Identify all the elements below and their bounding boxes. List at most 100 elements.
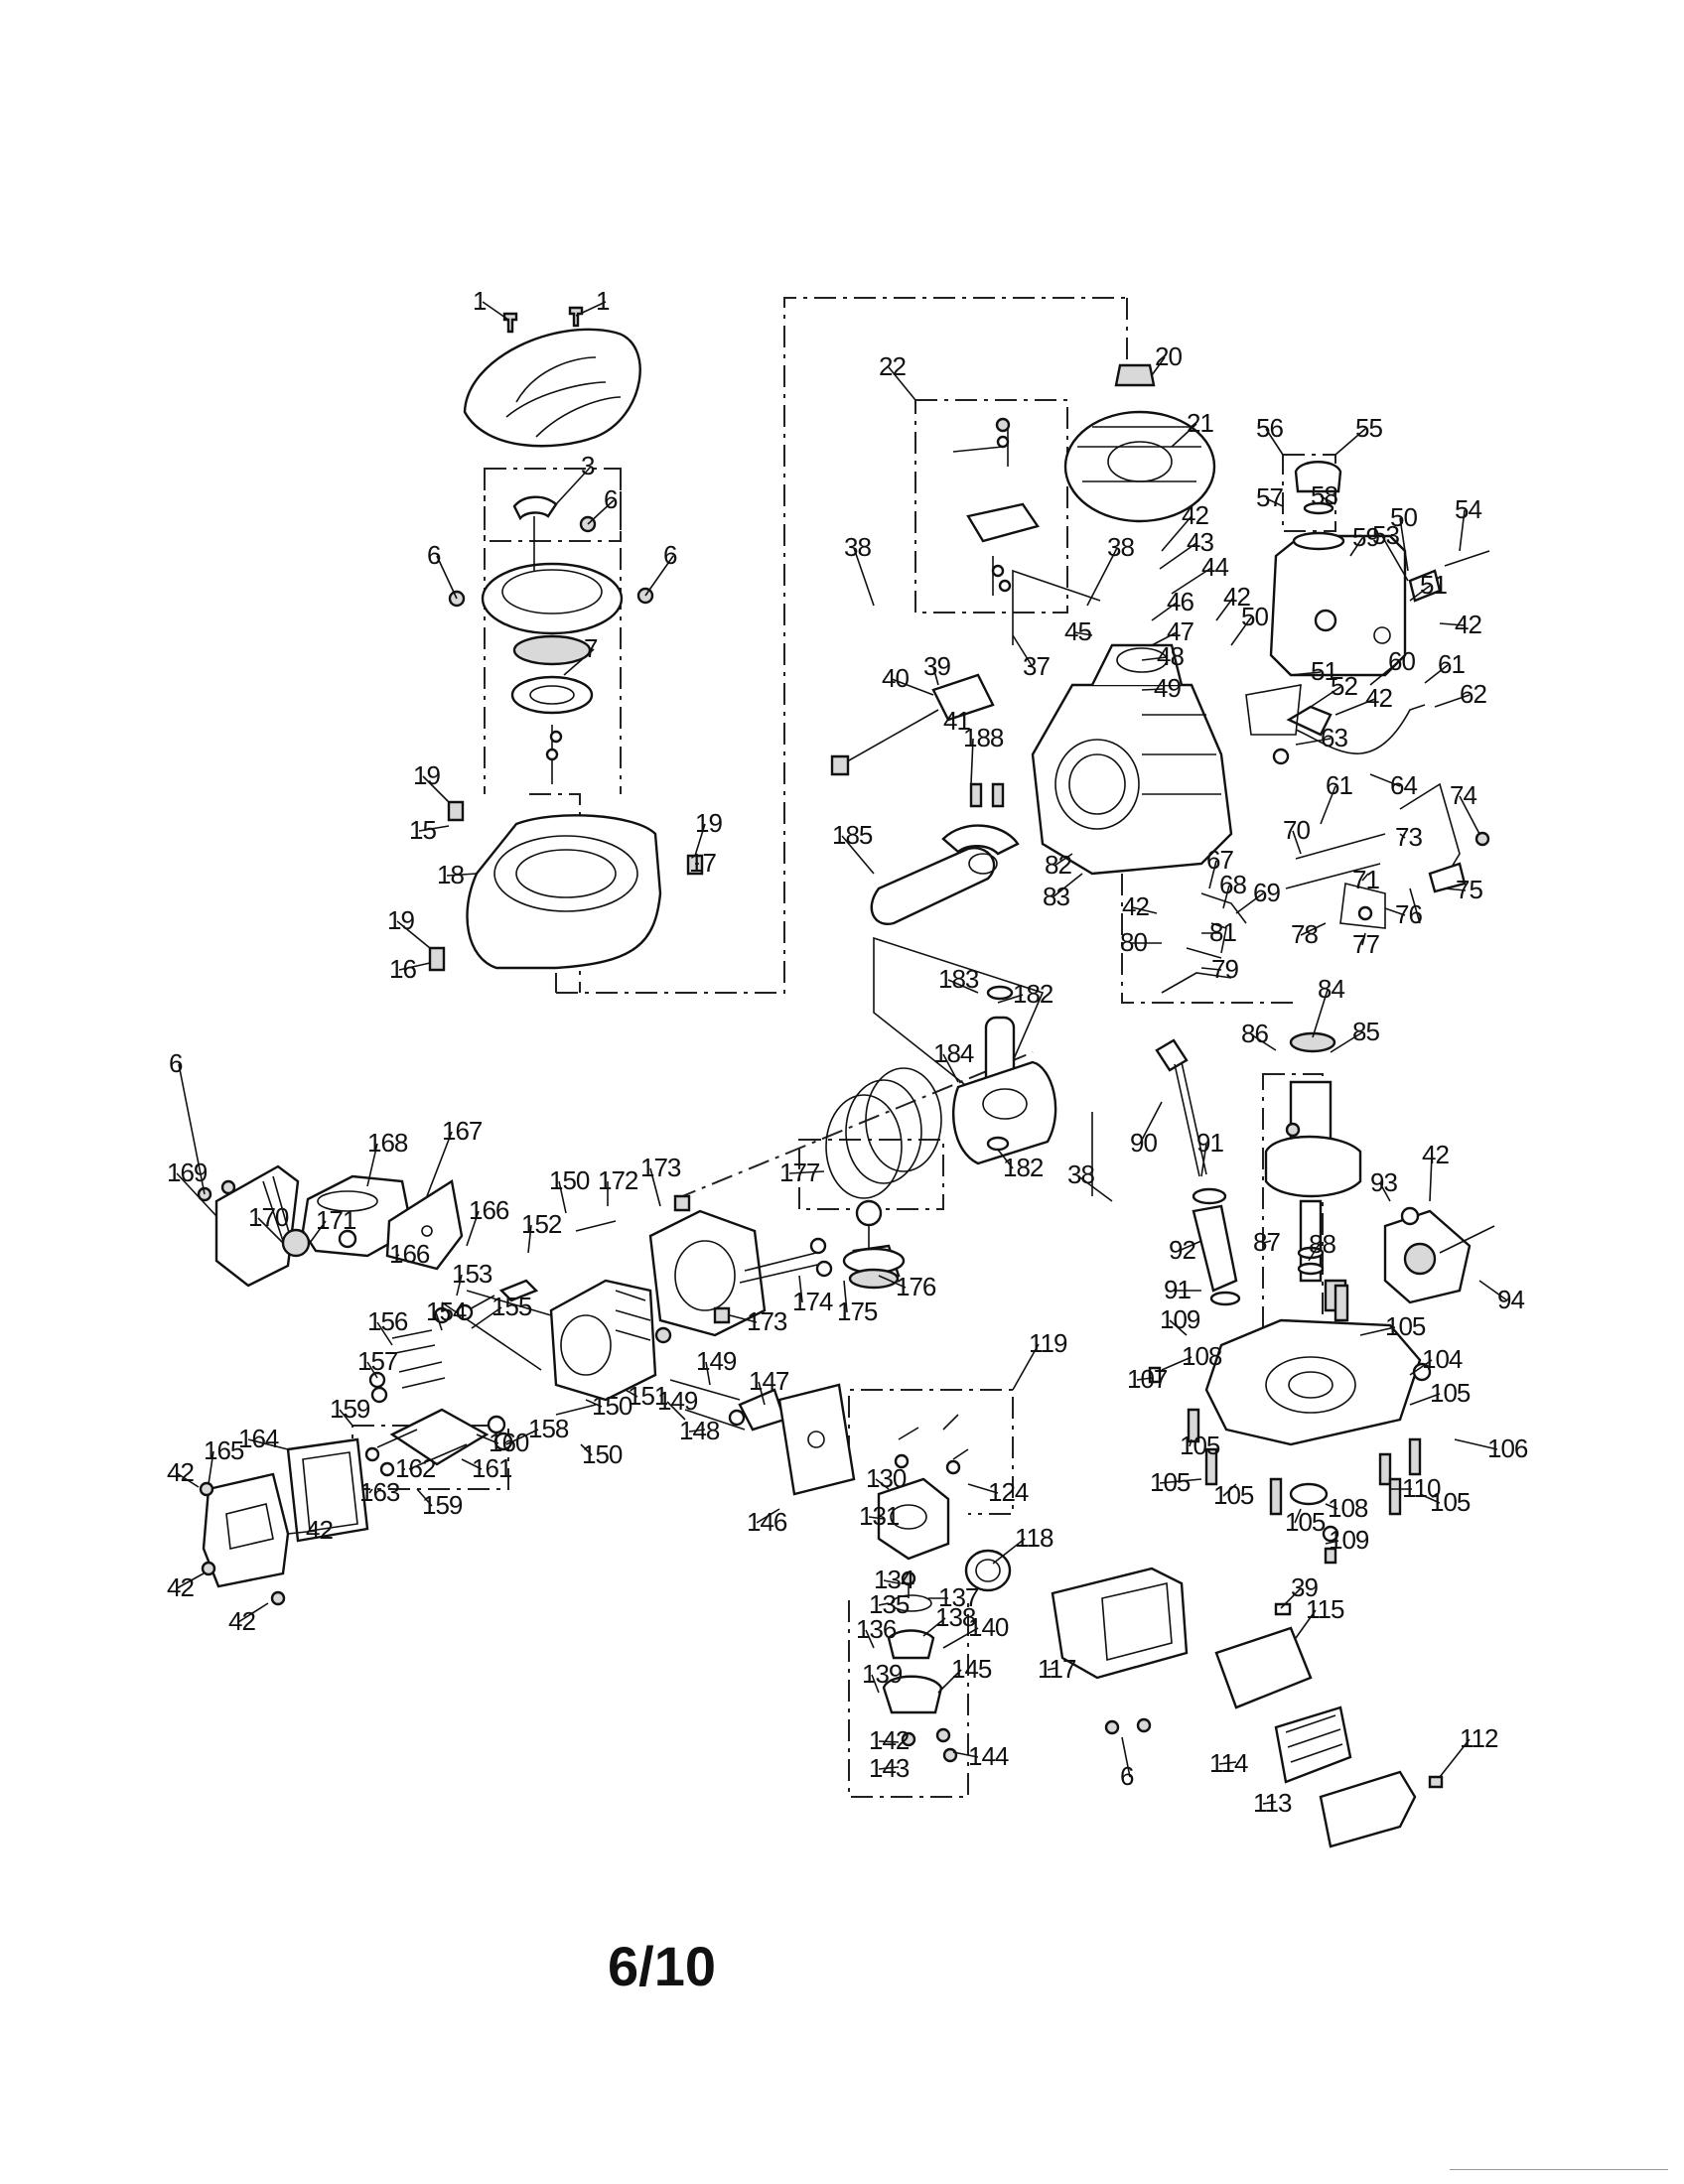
leader-line: [563, 648, 595, 676]
leader-line: [456, 1274, 463, 1297]
leader-line: [1320, 495, 1336, 505]
part-callout-label: 19: [387, 905, 414, 935]
part-callout-label: 118: [1015, 1523, 1053, 1553]
leader-line: [1409, 585, 1431, 602]
part-callout-label: 91: [1164, 1275, 1191, 1304]
leader-line: [1295, 1609, 1317, 1639]
leader-line: [1151, 602, 1178, 621]
part-callout-label: 124: [988, 1477, 1029, 1507]
leader-line: [176, 1572, 205, 1589]
part-callout-label: 175: [837, 1297, 878, 1326]
part-callout-label: 163: [359, 1477, 400, 1507]
governor-assembly: [1383, 1206, 1495, 1304]
part-callout-label: 86: [1241, 1019, 1268, 1048]
leader-line: [688, 1429, 706, 1433]
part-callout-label: 87: [1253, 1227, 1280, 1257]
muffler: [301, 1174, 414, 1258]
part-callout-label: 69: [1253, 878, 1280, 907]
leader-line: [1053, 853, 1073, 867]
part-callout-label: 82: [1045, 850, 1071, 880]
leader-line: [1325, 1540, 1339, 1545]
leader-line: [1169, 1319, 1188, 1336]
leader-line: [871, 1674, 880, 1694]
leader-line: [997, 994, 1024, 1004]
leader-line: [705, 1361, 711, 1386]
leader-line: [1325, 1503, 1338, 1510]
leader-line: [1409, 1359, 1433, 1376]
part-callout-label: 152: [521, 1209, 562, 1239]
part-callout-label: 71: [1352, 865, 1379, 894]
part-callout-label: 119: [1029, 1328, 1067, 1358]
leader-line: [585, 1399, 603, 1408]
leader-line: [1073, 631, 1093, 636]
part-callout-label: 51: [1420, 570, 1447, 600]
leader-line: [1171, 423, 1197, 448]
part-callout-label: 7: [584, 633, 598, 663]
insulator-gasket: [777, 1383, 856, 1496]
part-callout-label: 112: [1460, 1723, 1498, 1753]
leader-line: [1434, 694, 1471, 708]
part-callout-label: 162: [395, 1453, 436, 1483]
leader-line: [1419, 1493, 1441, 1504]
part-callout-label: 114: [1209, 1748, 1248, 1778]
leader-line: [1361, 873, 1369, 882]
part-callout-label: 56: [1256, 413, 1283, 443]
leader-line: [1439, 1738, 1471, 1778]
part-callout-label: 42: [306, 1515, 333, 1545]
leader-line: [1230, 616, 1252, 646]
part-callout-label: 92: [1169, 1235, 1195, 1265]
part-callout-label: 105: [1430, 1378, 1471, 1408]
leader-line: [558, 1180, 567, 1214]
part-callout-label: 145: [951, 1654, 992, 1684]
leader-line: [888, 366, 916, 401]
leader-line: [1086, 547, 1118, 607]
part-callout-label: 76: [1395, 899, 1422, 929]
part-callout-label: 38: [844, 532, 871, 562]
part-callout-label: 166: [469, 1195, 509, 1225]
leader-line: [1310, 686, 1341, 708]
leader-line: [932, 666, 939, 686]
part-callout-label: 149: [696, 1346, 737, 1376]
oil-pan-bolts: [1148, 1284, 1432, 1565]
part-callout-label: 184: [933, 1038, 974, 1068]
leader-line: [471, 1306, 502, 1329]
leader-line: [1429, 1155, 1433, 1202]
part-callout-label: 51: [1311, 656, 1337, 686]
part-callout-label: 105: [1385, 1311, 1426, 1341]
leader-line: [178, 1063, 206, 1195]
leader-line: [1262, 1240, 1272, 1244]
air-cleaner: [964, 1549, 1292, 1735]
part-callout-label: 150: [549, 1165, 590, 1195]
part-callout-label: 170: [248, 1202, 289, 1232]
leader-line: [396, 920, 431, 949]
leader-line: [1139, 1101, 1163, 1145]
part-callout-label: 156: [367, 1306, 408, 1336]
recoil-starter: [481, 495, 624, 784]
leader-line: [366, 1143, 378, 1187]
part-callout-label: 40: [882, 663, 909, 693]
valve-train: [368, 1279, 552, 1404]
part-callout-label: 42: [167, 1457, 194, 1487]
part-callout-label: 6: [427, 540, 441, 570]
leader-line: [208, 1450, 214, 1485]
leader-line: [1222, 1483, 1237, 1497]
leader-line: [1171, 567, 1212, 595]
edge-rule: [1450, 2169, 1668, 2170]
connecting-rod: [870, 782, 1020, 925]
head-gasket: [648, 1209, 767, 1337]
part-callout-label: 169: [167, 1158, 208, 1187]
leader-line: [878, 1602, 890, 1606]
part-callout-label: 147: [749, 1366, 789, 1396]
part-callout-label: 78: [1291, 919, 1318, 949]
part-callout-label: 107: [1127, 1364, 1168, 1394]
leader-line: [418, 825, 450, 832]
part-callout-label: 108: [1182, 1341, 1222, 1371]
part-callout-label: 60: [1388, 646, 1415, 676]
part-callout-label: 38: [1107, 532, 1134, 562]
part-callout-label: 150: [582, 1439, 623, 1469]
leader-line: [853, 547, 875, 607]
part-callout-label: 173: [747, 1306, 787, 1336]
leader-line: [1295, 738, 1332, 746]
page-number: 6/10: [608, 1935, 716, 1997]
part-callout-label: 134: [874, 1565, 914, 1594]
